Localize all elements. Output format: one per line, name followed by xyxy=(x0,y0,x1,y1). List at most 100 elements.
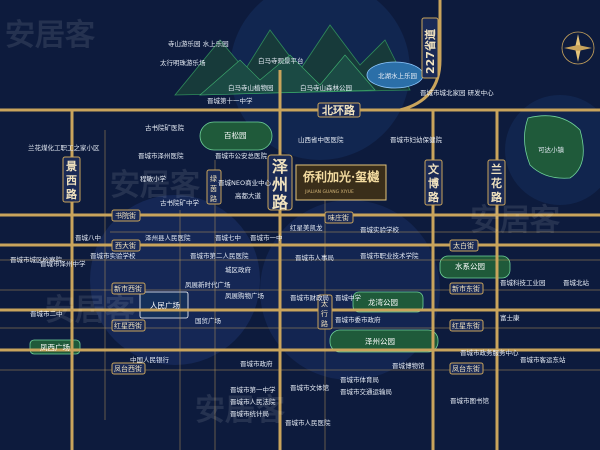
shuixi-park xyxy=(439,255,511,279)
svg-text:晋城市第一中学: 晋城市第一中学 xyxy=(230,385,276,394)
svg-text:红星美凯龙: 红星美凯龙 xyxy=(290,223,323,232)
svg-text:晋城实验学校: 晋城实验学校 xyxy=(360,225,400,234)
road-zezhou-1: 泽 xyxy=(272,157,288,176)
road-north-ring: 北环路 xyxy=(322,103,356,117)
svg-text:晋城中学: 晋城中学 xyxy=(335,293,362,302)
svg-text:太行明珠游乐场: 太行明珠游乐场 xyxy=(160,58,206,67)
svg-text:太: 太 xyxy=(321,299,328,308)
svg-text:古书院矿中学: 古书院矿中学 xyxy=(160,198,200,207)
svg-text:晋城八中: 晋城八中 xyxy=(75,233,101,242)
svg-text:晋城市公安总医院: 晋城市公安总医院 xyxy=(215,151,268,160)
svg-text:晋城市交通运输局: 晋城市交通运输局 xyxy=(340,387,392,396)
svg-text:国贸广场: 国贸广场 xyxy=(195,316,222,325)
svg-text:寺山游乐园 水上乐园: 寺山游乐园 水上乐园 xyxy=(168,39,229,48)
svg-text:茵: 茵 xyxy=(210,184,217,193)
zezhou-park xyxy=(329,329,439,353)
svg-text:人民广场: 人民广场 xyxy=(150,300,180,310)
svg-text:晋城市城北家园 研发中心: 晋城市城北家园 研发中心 xyxy=(420,88,494,97)
svg-text:晋城市客运东站: 晋城市客运东站 xyxy=(520,355,566,364)
svg-text:晋城市一中: 晋城市一中 xyxy=(250,233,283,242)
svg-text:水系公园: 水系公园 xyxy=(455,261,485,271)
svg-text:晋城北站: 晋城北站 xyxy=(563,278,590,287)
svg-text:西: 西 xyxy=(66,174,77,187)
svg-text:晋城市人民医院: 晋城市人民医院 xyxy=(285,418,331,427)
svg-text:凤西广场: 凤西广场 xyxy=(40,342,70,352)
svg-text:山西省中医医院: 山西省中医医院 xyxy=(298,135,344,144)
svg-text:凤台西街: 凤台西街 xyxy=(114,364,142,373)
project-subname: JIALIAN GUANG XIYUE xyxy=(304,189,354,195)
svg-text:晋城市人民法院: 晋城市人民法院 xyxy=(230,397,276,406)
project-name: 侨利加光·玺樾 xyxy=(302,169,380,184)
svg-text:路: 路 xyxy=(491,190,503,204)
svg-text:晋城科技工业园: 晋城科技工业园 xyxy=(500,278,546,287)
svg-text:兰: 兰 xyxy=(491,162,502,176)
road-highway-227: 227省道 xyxy=(423,29,437,74)
svg-text:高都大道: 高都大道 xyxy=(235,191,262,200)
svg-text:路: 路 xyxy=(321,319,328,328)
svg-text:晋城市泽州医院: 晋城市泽州医院 xyxy=(138,151,184,160)
svg-text:晋城市实验学校: 晋城市实验学校 xyxy=(90,251,136,260)
svg-text:晋城博物馆: 晋城博物馆 xyxy=(392,361,425,370)
park-labels: 百松园 人民广场 水系公园 龙湾公园 泽州公园 凤西广场 可达小镇 北湖水上乐园 xyxy=(40,71,565,352)
svg-text:晋城市政务服务中心: 晋城市政务服务中心 xyxy=(460,348,519,357)
svg-text:安居客: 安居客 xyxy=(195,393,285,428)
project-site: 侨利加光·玺樾 JIALIAN GUANG XIYUE xyxy=(295,164,387,201)
svg-text:可达小镇: 可达小镇 xyxy=(538,145,565,154)
svg-text:景: 景 xyxy=(65,160,77,173)
svg-text:晋城第十一中学: 晋城第十一中学 xyxy=(207,96,253,105)
svg-text:路: 路 xyxy=(66,187,78,201)
svg-text:兰花煤化工职工之家小区: 兰花煤化工职工之家小区 xyxy=(28,143,100,152)
road-zezhou-3: 路 xyxy=(272,193,289,212)
svg-text:博: 博 xyxy=(428,176,439,190)
svg-text:安居客: 安居客 xyxy=(470,203,560,238)
svg-text:绿: 绿 xyxy=(210,174,217,183)
svg-text:西大街: 西大街 xyxy=(115,241,136,250)
svg-text:白马寺山森林公园: 白马寺山森林公园 xyxy=(300,83,352,92)
svg-text:泽州公园: 泽州公园 xyxy=(365,337,395,346)
svg-text:凤展新时代广场: 凤展新时代广场 xyxy=(185,280,231,289)
svg-text:新市西街: 新市西街 xyxy=(114,284,142,293)
svg-text:晋城市妇幼保健院: 晋城市妇幼保健院 xyxy=(390,135,443,144)
svg-text:晋城市职业技术学院: 晋城市职业技术学院 xyxy=(360,251,419,260)
svg-text:晋城NEO商业中心: 晋城NEO商业中心 xyxy=(218,178,272,187)
svg-text:晋城市委市政府: 晋城市委市政府 xyxy=(335,315,381,324)
svg-text:晋城市图书馆: 晋城市图书馆 xyxy=(450,396,490,405)
svg-text:安居客: 安居客 xyxy=(110,168,200,203)
minor-roads xyxy=(0,130,600,450)
svg-text:红星东街: 红星东街 xyxy=(452,321,480,330)
svg-text:程敏小学: 程敏小学 xyxy=(140,174,167,183)
svg-text:凤展购物广场: 凤展购物广场 xyxy=(225,291,265,300)
svg-text:白马寺山植物园: 白马寺山植物园 xyxy=(228,83,274,92)
svg-text:泽州县人民医院: 泽州县人民医院 xyxy=(145,233,191,242)
svg-text:书院街: 书院街 xyxy=(115,211,136,220)
kexue-park xyxy=(524,115,584,179)
svg-text:中国人民银行: 中国人民银行 xyxy=(130,355,170,364)
svg-text:安居客: 安居客 xyxy=(45,293,135,328)
svg-text:晋城市二中: 晋城市二中 xyxy=(30,309,63,318)
svg-text:路: 路 xyxy=(210,194,217,203)
svg-text:花: 花 xyxy=(491,176,502,190)
svg-text:太白街: 太白街 xyxy=(453,241,474,250)
svg-text:白马寺观景平台: 白马寺观景平台 xyxy=(258,56,304,65)
svg-text:晋城市第二人民医院: 晋城市第二人民医院 xyxy=(190,251,249,260)
svg-text:路: 路 xyxy=(428,190,440,204)
svg-text:晋城市城区检察院: 晋城市城区检察院 xyxy=(10,255,63,264)
watermark: 安居客 安居客 安居客 安居客 安居客 xyxy=(5,18,560,428)
baisong-park xyxy=(199,121,273,151)
svg-text:晋城市财政局: 晋城市财政局 xyxy=(290,293,329,302)
svg-text:文: 文 xyxy=(428,162,440,176)
svg-text:古书院矿医院: 古书院矿医院 xyxy=(145,123,185,132)
poi-labels: 白马寺观景平台 白马寺山植物园 白马寺山森林公园 晋城第十一中学 太行明珠游乐场… xyxy=(10,39,590,427)
svg-text:晋城市文体馆: 晋城市文体馆 xyxy=(290,383,330,392)
svg-text:晋城市统计局: 晋城市统计局 xyxy=(230,409,269,418)
svg-text:红星西街: 红星西街 xyxy=(114,321,142,330)
svg-text:晋城市人事局: 晋城市人事局 xyxy=(295,253,334,262)
road-zezhou-2: 州 xyxy=(271,175,288,194)
svg-text:龙湾公园: 龙湾公园 xyxy=(368,297,398,307)
svg-text:行: 行 xyxy=(321,309,328,318)
svg-text:百松园: 百松园 xyxy=(224,130,247,140)
svg-text:味庄街: 味庄街 xyxy=(328,213,349,222)
svg-text:晋城市泽州中学: 晋城市泽州中学 xyxy=(40,259,86,268)
